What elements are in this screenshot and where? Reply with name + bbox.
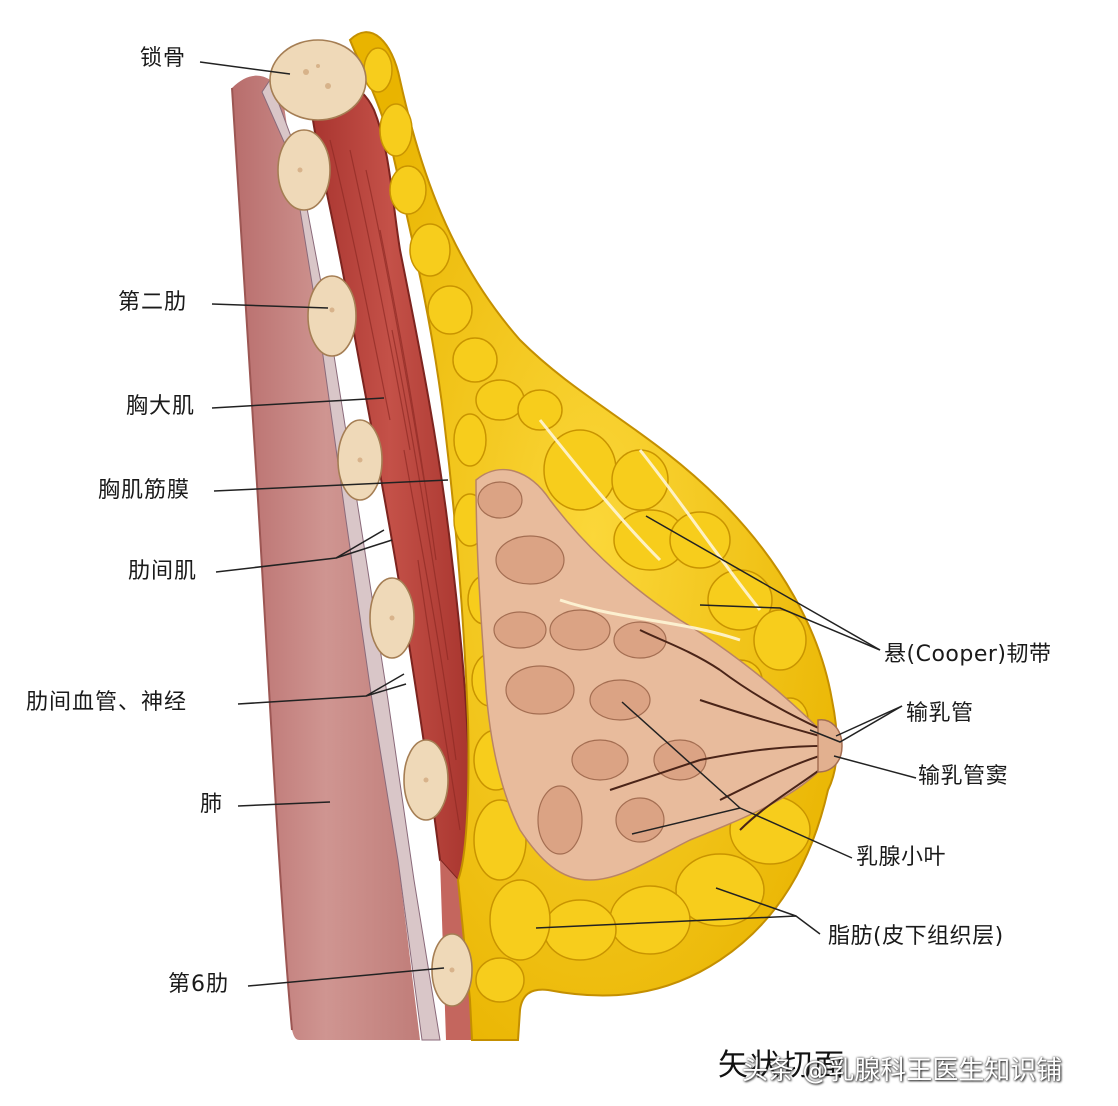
nipple [817, 719, 843, 773]
label-lactiferous-duct: 输乳管 [906, 701, 974, 726]
watermark: 头条 @乳腺科王医生知识铺 [742, 1056, 1063, 1086]
lung-tissue [232, 75, 420, 1040]
ribs [269, 39, 473, 1007]
pleura-layer [261, 78, 441, 1041]
label-clavicle: 锁骨 [140, 46, 187, 71]
label-pectoral-fascia: 胸肌筋膜 [98, 478, 191, 503]
caption-sagittal-section: 矢状切面 [718, 1048, 846, 1083]
label-lobule: 乳腺小叶 [856, 845, 947, 870]
label-lung: 肺 [200, 792, 224, 817]
label-intercostal-vessels: 肋间血管、神经 [26, 690, 188, 715]
label-cooper-ligament: 悬(Cooper)韧带 [884, 642, 1052, 667]
label-pectoralis-major: 胸大肌 [126, 394, 196, 419]
clavicle-bone [269, 39, 367, 121]
mammary-gland [475, 469, 829, 881]
leader-lines [199, 61, 917, 987]
label-fat: 脂肪(皮下组织层) [828, 924, 1004, 949]
label-second-rib: 第二肋 [118, 290, 188, 315]
fat-lobules [363, 47, 811, 1003]
label-sixth-rib: 第6肋 [168, 972, 229, 997]
label-lactiferous-sinus: 输乳管窦 [918, 764, 1009, 789]
second-rib-bone [307, 275, 357, 357]
cooper-ligaments [538, 419, 762, 642]
label-intercostal-muscle: 肋间肌 [128, 559, 198, 584]
